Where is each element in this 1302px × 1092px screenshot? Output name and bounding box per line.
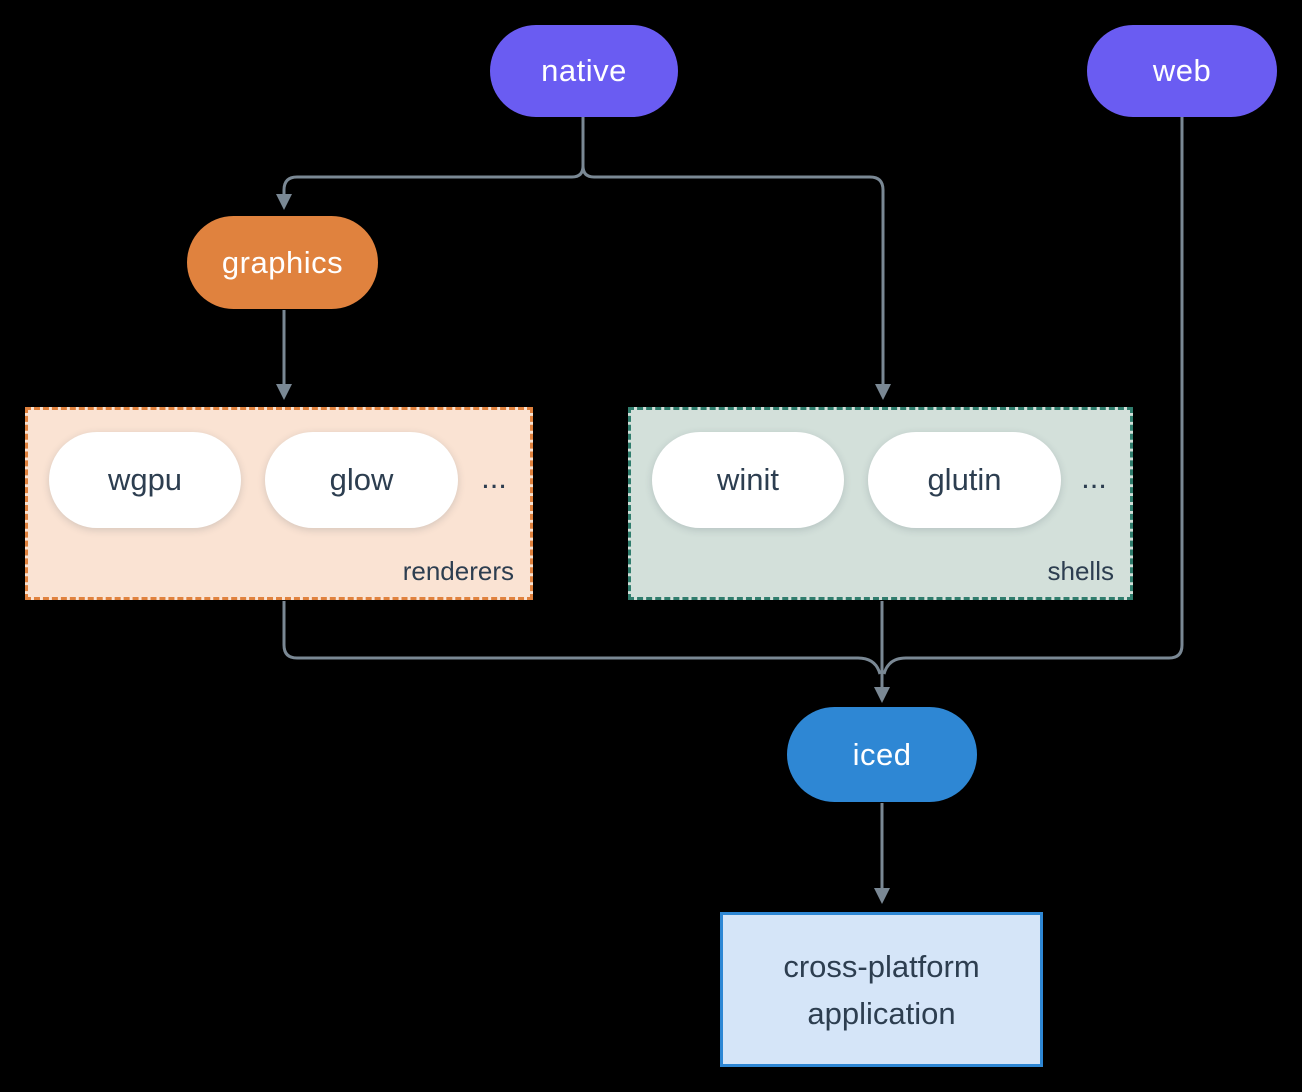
node-glow-label: glow bbox=[329, 462, 394, 497]
node-web-label: web bbox=[1152, 53, 1212, 88]
edge-native-to-graphics bbox=[282, 117, 585, 196]
application-label-line2: application bbox=[807, 995, 956, 1031]
node-glow: glow bbox=[265, 432, 458, 528]
node-native-label: native bbox=[541, 53, 627, 88]
node-iced-label: iced bbox=[852, 736, 912, 772]
node-winit-label: winit bbox=[716, 462, 779, 497]
application-label-line1: cross-platform bbox=[783, 948, 980, 984]
arrowhead-graphics bbox=[276, 194, 292, 210]
node-graphics-label: graphics bbox=[221, 244, 344, 280]
group-renderers: wgpu glow ... renderers bbox=[25, 407, 533, 600]
node-glutin: glutin bbox=[868, 432, 1061, 528]
renderers-ellipsis: ... bbox=[481, 460, 507, 495]
edge-renderers-to-iced bbox=[282, 601, 882, 675]
shells-group-label: shells bbox=[1047, 556, 1114, 586]
group-shells: winit glutin ... shells bbox=[628, 407, 1133, 600]
arrowhead-shells bbox=[875, 384, 891, 400]
node-graphics: graphics bbox=[187, 216, 378, 309]
node-winit: winit bbox=[652, 432, 844, 528]
shells-ellipsis: ... bbox=[1081, 460, 1107, 495]
node-wgpu: wgpu bbox=[49, 432, 241, 528]
node-glutin-label: glutin bbox=[927, 462, 1002, 497]
renderers-group-label: renderers bbox=[402, 556, 514, 586]
node-iced: iced bbox=[787, 707, 977, 802]
arrowhead-renderers bbox=[276, 384, 292, 400]
edge-web-to-iced bbox=[882, 117, 1184, 675]
node-native: native bbox=[490, 25, 678, 117]
arrowhead-iced bbox=[874, 687, 890, 703]
node-wgpu-label: wgpu bbox=[107, 462, 183, 497]
arrowhead-application bbox=[874, 888, 890, 904]
node-web: web bbox=[1087, 25, 1277, 117]
node-cross-platform-application: cross-platform application bbox=[720, 912, 1043, 1067]
edge-native-to-shells bbox=[581, 165, 885, 386]
